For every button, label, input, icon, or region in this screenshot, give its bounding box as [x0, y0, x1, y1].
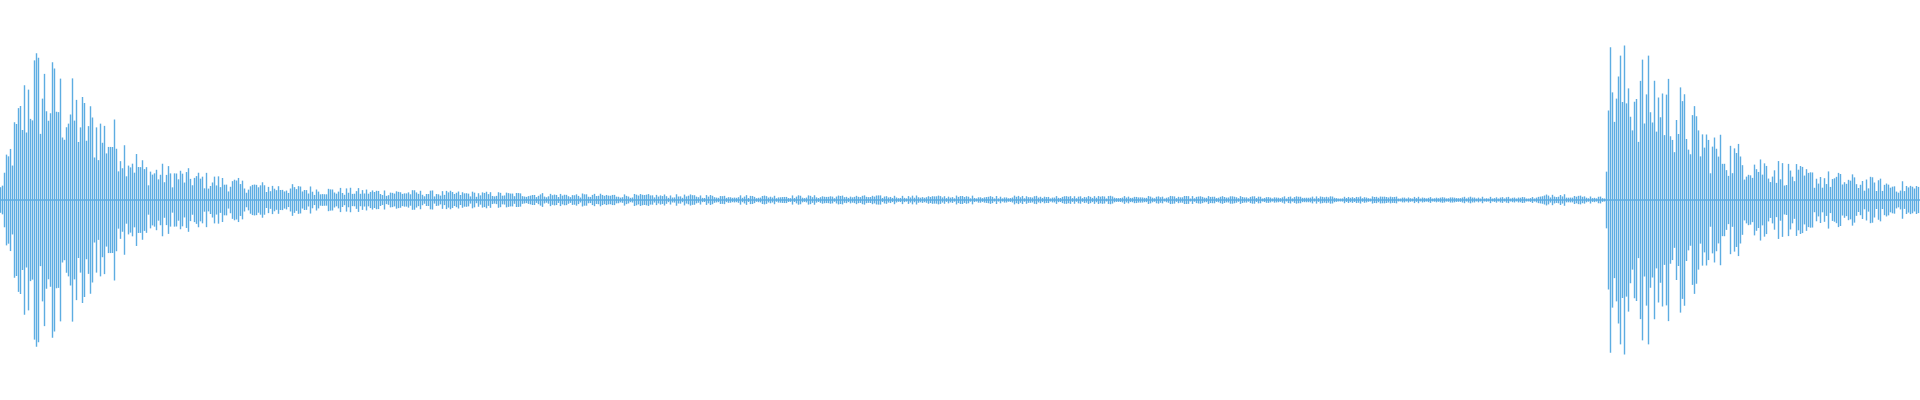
waveform-bars: [0, 45, 1920, 355]
